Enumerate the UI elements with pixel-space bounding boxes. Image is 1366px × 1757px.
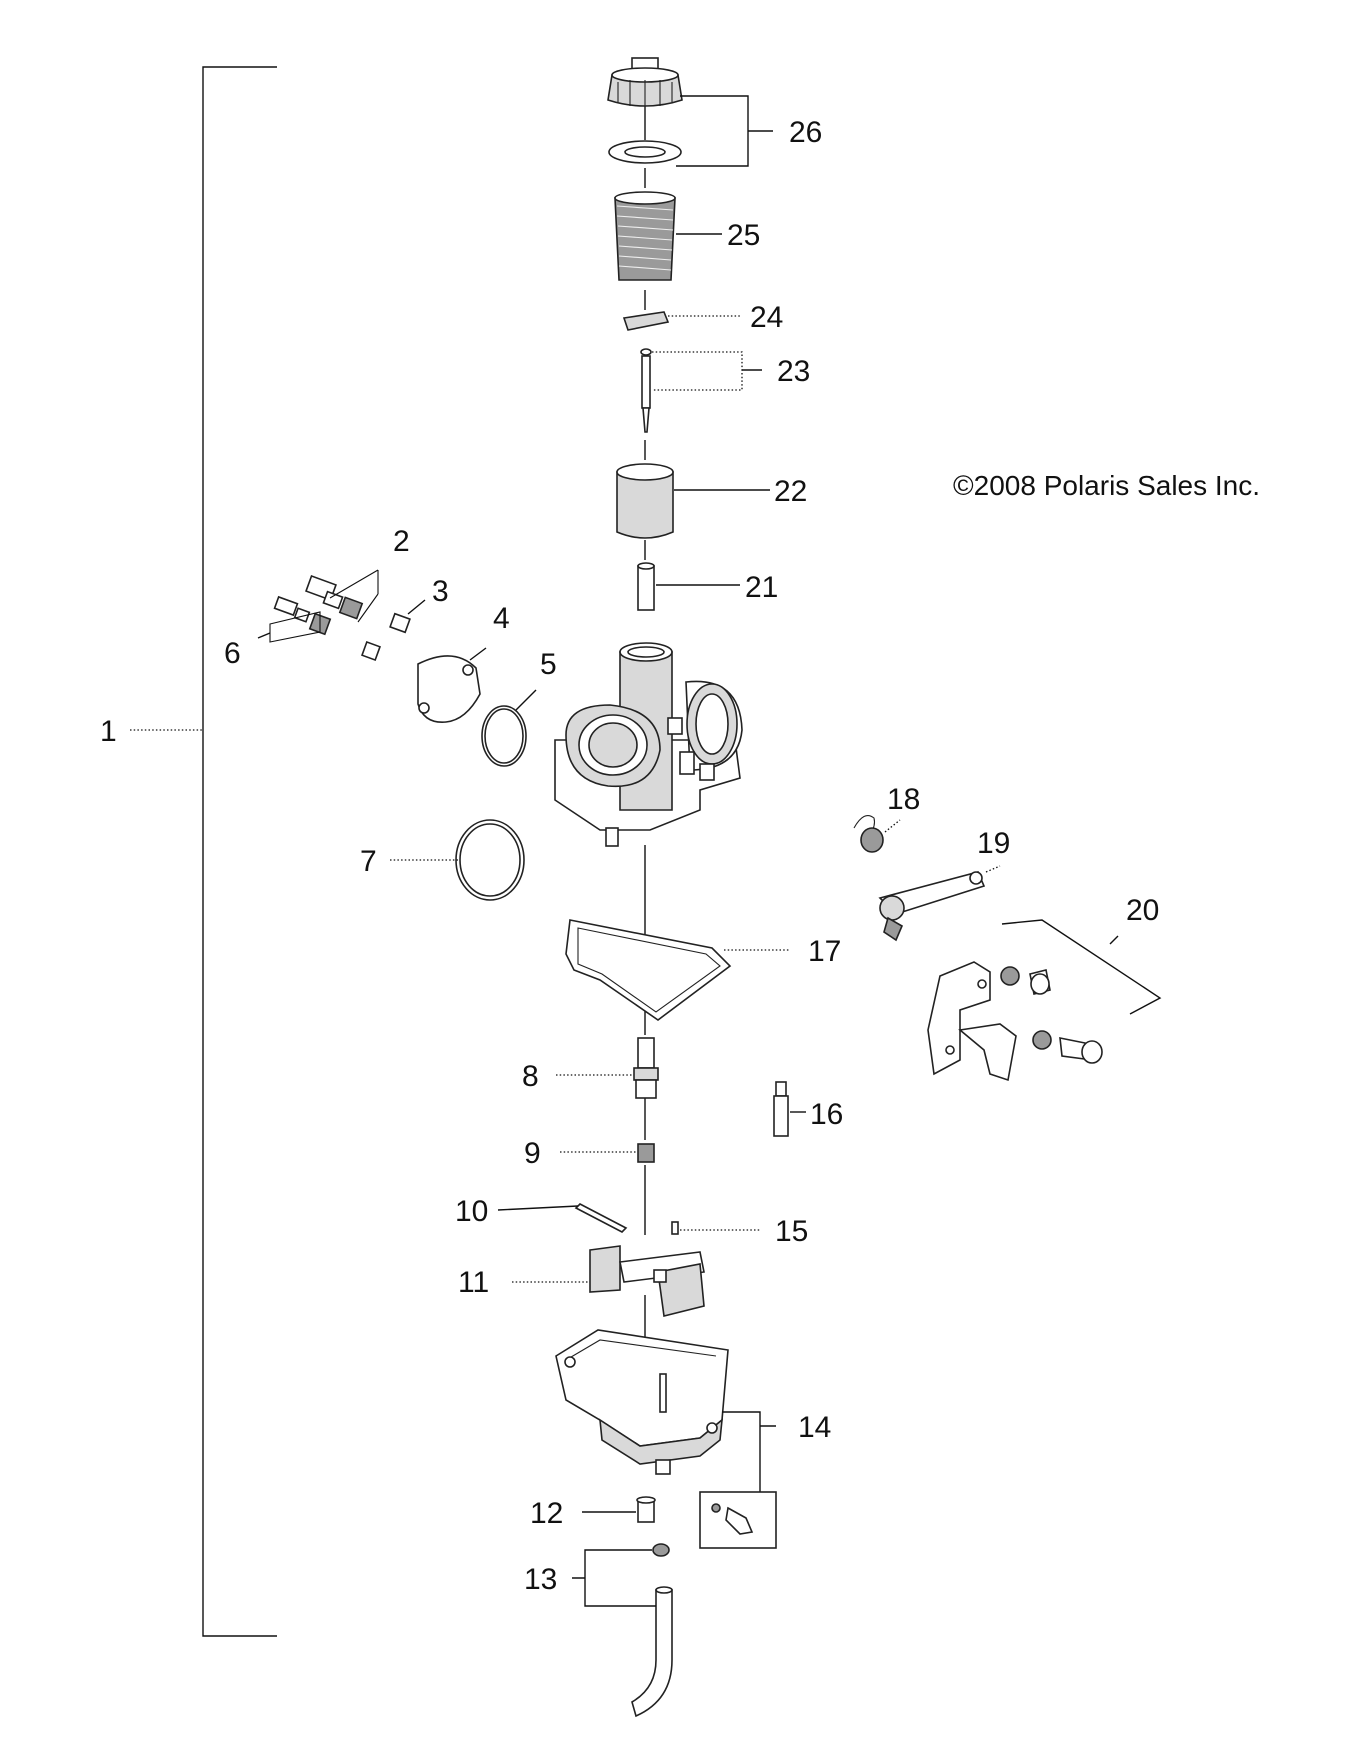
callout-15: 15 xyxy=(775,1215,808,1248)
part-13-clamp-and-hose xyxy=(572,1543,673,1718)
part-5-o-ring xyxy=(481,689,537,767)
part-14-float-bowl xyxy=(555,1329,777,1549)
part-9-main-jet xyxy=(560,1143,655,1163)
callout-24: 24 xyxy=(750,301,783,334)
part-16-pilot-jet xyxy=(773,1081,806,1137)
part-12-screw xyxy=(582,1496,656,1523)
callout-12: 12 xyxy=(530,1497,563,1530)
callout-labels: 1 2 3 4 5 6 7 8 9 10 11 12 13 14 15 16 1… xyxy=(100,116,1159,1596)
part-24-clip xyxy=(622,311,742,331)
part-8-holder xyxy=(556,1037,659,1099)
part-26-cap-and-washer xyxy=(607,57,773,167)
part-7-o-ring xyxy=(390,819,525,901)
part-3-screw xyxy=(389,599,426,634)
callout-19: 19 xyxy=(977,827,1010,860)
part-11-float xyxy=(512,1245,705,1317)
callout-1: 1 xyxy=(100,715,117,748)
callout-3: 3 xyxy=(432,575,449,608)
part-15-pin xyxy=(671,1221,760,1235)
part-23-needle xyxy=(640,348,762,433)
part-4-cover xyxy=(417,647,487,723)
callout-16: 16 xyxy=(810,1098,843,1131)
callout-25: 25 xyxy=(727,219,760,252)
part-17-gasket xyxy=(565,919,790,1021)
callout-7: 7 xyxy=(360,845,377,878)
part-21-jet xyxy=(637,562,740,611)
callout-6: 6 xyxy=(224,637,241,670)
callout-9: 9 xyxy=(524,1137,541,1170)
callout-11: 11 xyxy=(458,1266,489,1299)
callout-13: 13 xyxy=(524,1563,557,1596)
part-4-cover-screw xyxy=(361,641,381,661)
carburetor-body xyxy=(554,642,743,847)
part-20-bracket-assembly xyxy=(927,919,1162,1082)
part-6-screw-and-spring xyxy=(257,595,332,643)
part-18-spring xyxy=(853,815,901,853)
part-25-spring xyxy=(614,191,722,281)
callout-8: 8 xyxy=(522,1060,539,1093)
callout-5: 5 xyxy=(540,648,557,681)
callout-20: 20 xyxy=(1126,894,1159,927)
callout-26: 26 xyxy=(789,116,822,149)
callout-18: 18 xyxy=(887,783,920,816)
part-19-lever xyxy=(878,865,1001,942)
callout-22: 22 xyxy=(774,475,807,508)
part-2-screw-and-spring xyxy=(305,569,379,623)
callout-10: 10 xyxy=(455,1195,488,1228)
copyright-notice: ©2008 Polaris Sales Inc. xyxy=(953,470,1260,501)
part-10-float-pin xyxy=(497,1203,628,1233)
callout-21: 21 xyxy=(745,571,778,604)
assembly-bracket xyxy=(130,66,277,1637)
part-22-slide xyxy=(616,463,770,539)
callout-4: 4 xyxy=(493,602,510,635)
callout-2: 2 xyxy=(393,525,410,558)
callout-23: 23 xyxy=(777,355,810,388)
callout-17: 17 xyxy=(808,935,841,968)
callout-14: 14 xyxy=(798,1411,831,1444)
